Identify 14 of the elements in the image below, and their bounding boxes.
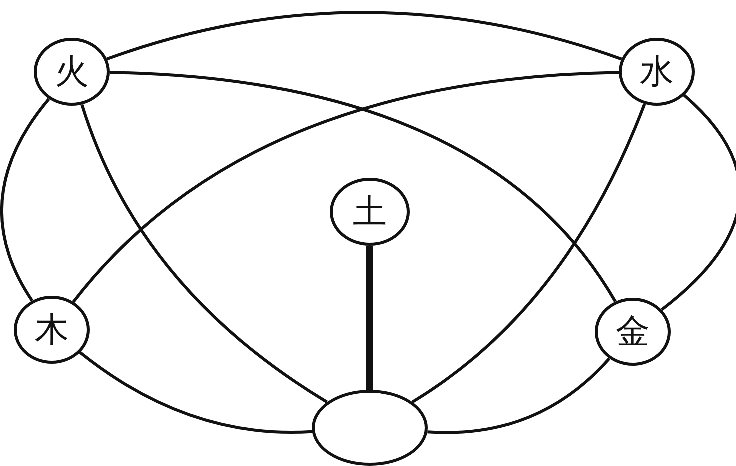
connector-line (106, 11, 622, 61)
connector-line (0, 98, 50, 302)
connector-line (660, 94, 736, 312)
node-label: 火 (55, 55, 89, 89)
circle-node (595, 298, 671, 366)
connector-line (80, 104, 328, 404)
node-label: 金 (616, 315, 650, 349)
node-label: 木 (35, 313, 69, 347)
connector-line (412, 104, 646, 404)
connector-line (79, 352, 312, 434)
node-label: 土 (353, 195, 387, 229)
connector-line (428, 358, 611, 434)
connector-line (366, 246, 374, 390)
node-label: 水 (640, 55, 674, 89)
